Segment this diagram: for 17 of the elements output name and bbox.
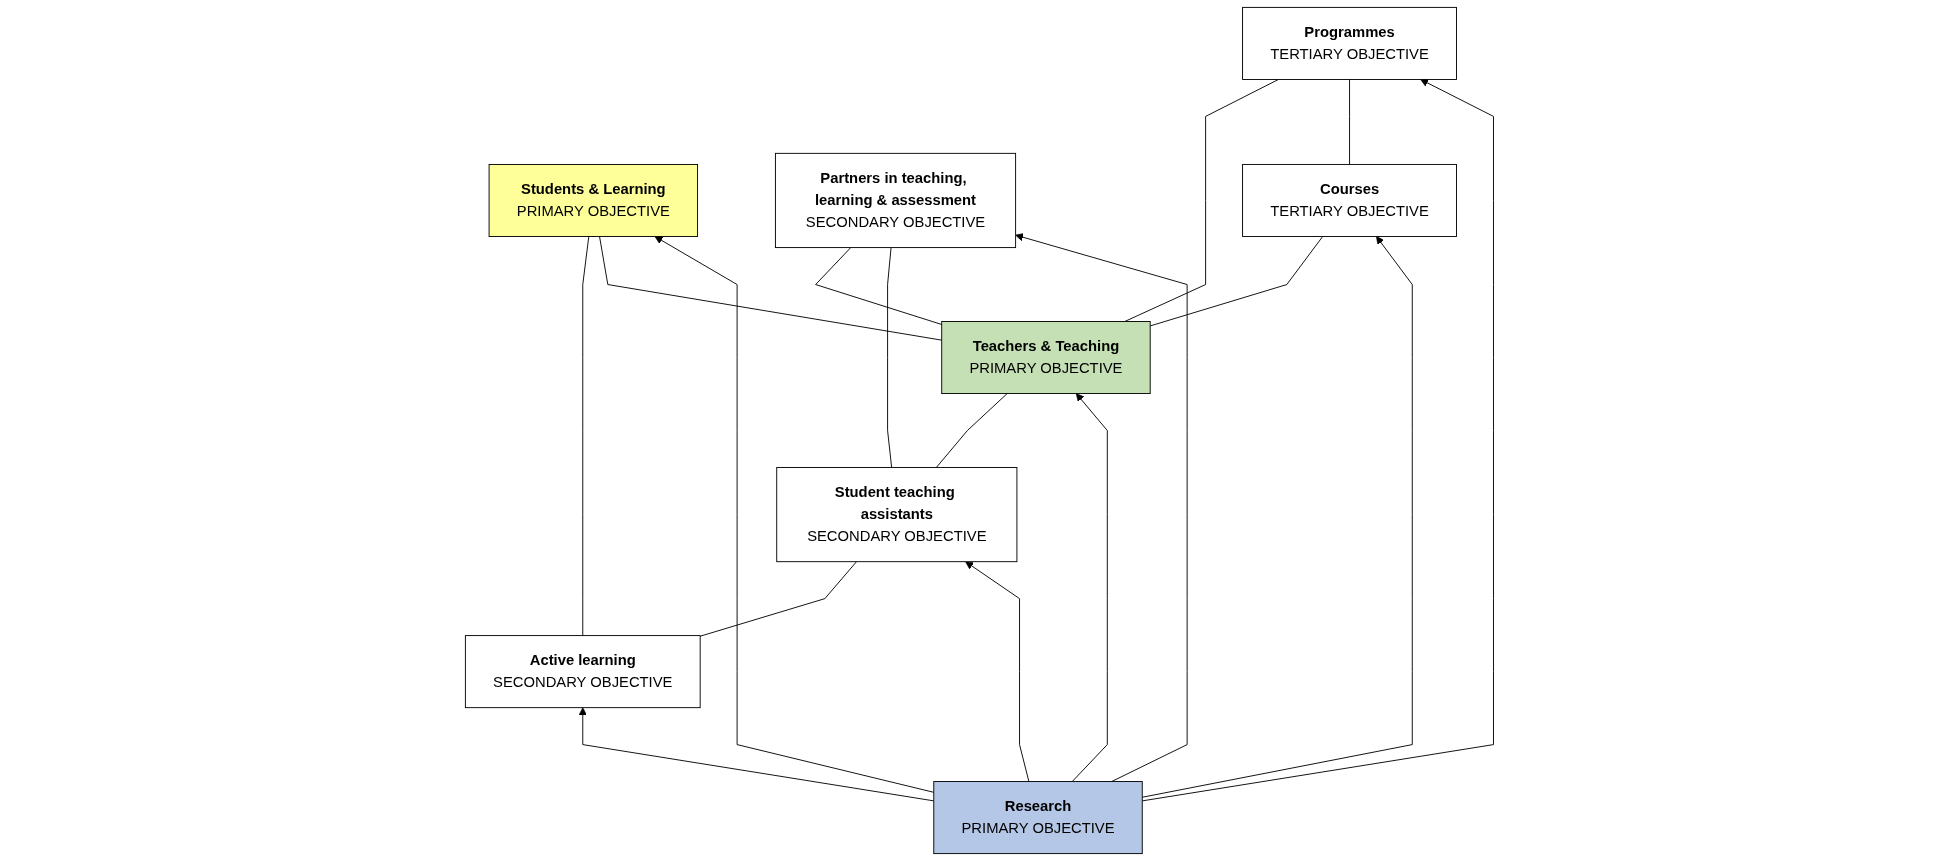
node-box: Courses TERTIARY OBJECTIVE	[1242, 164, 1458, 237]
connector	[887, 247, 893, 468]
connector	[582, 236, 590, 637]
connector	[936, 393, 1008, 468]
node-box: Partners in teaching, learning & assessment SECONDARY OBJECTIVE	[775, 152, 1017, 249]
node-box: Programmes TERTIARY OBJECTIVE	[1242, 6, 1458, 80]
node-box: Active learning SECONDARY OBJECTIVE	[465, 635, 701, 709]
connector	[1349, 79, 1351, 165]
node-box: Student teaching assistants SECONDARY OBJECTIVE	[776, 467, 1018, 563]
connector	[815, 247, 943, 325]
connector	[599, 236, 943, 341]
node-box: Students & Learning PRIMARY OBJECTIVE	[488, 164, 699, 237]
node-box: Research PRIMARY OBJECTIVE	[933, 781, 1143, 855]
connector	[1124, 79, 1279, 322]
connector	[699, 561, 857, 637]
node-box: Teachers & Teaching PRIMARY OBJECTIVE	[941, 321, 1151, 394]
connector	[1149, 236, 1324, 327]
